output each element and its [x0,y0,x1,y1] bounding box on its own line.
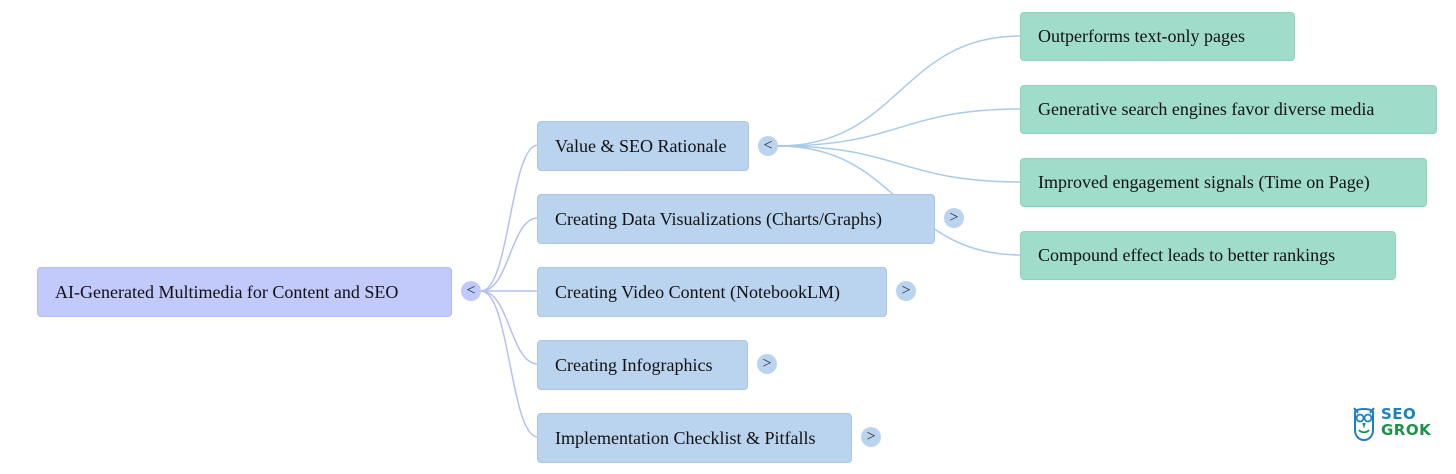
edge-root-to-value [480,144,539,292]
edge-root-to-checklist [480,290,539,438]
root-node-label: AI-Generated Multimedia for Content and … [55,281,399,302]
branch-value-seo-rationale[interactable]: Value & SEO Rationale [537,121,749,171]
branch-label: Value & SEO Rationale [555,135,727,156]
edge-root-to-data-viz [480,217,539,292]
branch-video-expand-toggle[interactable]: > [896,281,916,301]
branch-label: Creating Data Visualizations (Charts/Gra… [555,208,883,229]
leaf-compound-effect[interactable]: Compound effect leads to better rankings [1020,231,1396,280]
branch-label: Implementation Checklist & Pitfalls [555,427,816,448]
root-collapse-toggle[interactable]: < [461,281,481,301]
seo-grok-logo: SEO GROK [1350,402,1432,442]
leaf-outperforms-text-only[interactable]: Outperforms text-only pages [1020,12,1295,61]
leaf-generative-search[interactable]: Generative search engines favor diverse … [1020,85,1437,134]
branch-checklist-expand-toggle[interactable]: > [861,427,881,447]
edge-root-to-infographics [480,290,539,365]
branch-data-visualizations[interactable]: Creating Data Visualizations (Charts/Gra… [537,194,935,244]
edge-value-to-outperforms [777,35,1022,147]
branch-infographics-expand-toggle[interactable]: > [757,354,777,374]
branch-label: Creating Infographics [555,354,713,375]
branch-implementation-checklist[interactable]: Implementation Checklist & Pitfalls [537,413,852,463]
leaf-label: Outperforms text-only pages [1038,26,1245,46]
owl-icon [1353,407,1375,442]
leaf-engagement-signals[interactable]: Improved engagement signals (Time on Pag… [1020,158,1427,207]
logo-text-seo: SEO [1381,405,1417,423]
edge-value-to-engagement [777,145,1022,183]
branch-video-content[interactable]: Creating Video Content (NotebookLM) [537,267,887,317]
branch-data-viz-expand-toggle[interactable]: > [944,208,964,228]
branch-infographics[interactable]: Creating Infographics [537,340,748,390]
leaf-label: Improved engagement signals (Time on Pag… [1038,172,1370,192]
logo-text-grok: GROK [1381,421,1432,439]
branch-value-collapse-toggle[interactable]: < [758,136,778,156]
branch-label: Creating Video Content (NotebookLM) [555,281,841,302]
leaf-label: Generative search engines favor diverse … [1038,99,1375,119]
root-node[interactable]: AI-Generated Multimedia for Content and … [37,267,452,317]
edge-value-to-generative [777,108,1022,147]
leaf-label: Compound effect leads to better rankings [1038,245,1336,265]
